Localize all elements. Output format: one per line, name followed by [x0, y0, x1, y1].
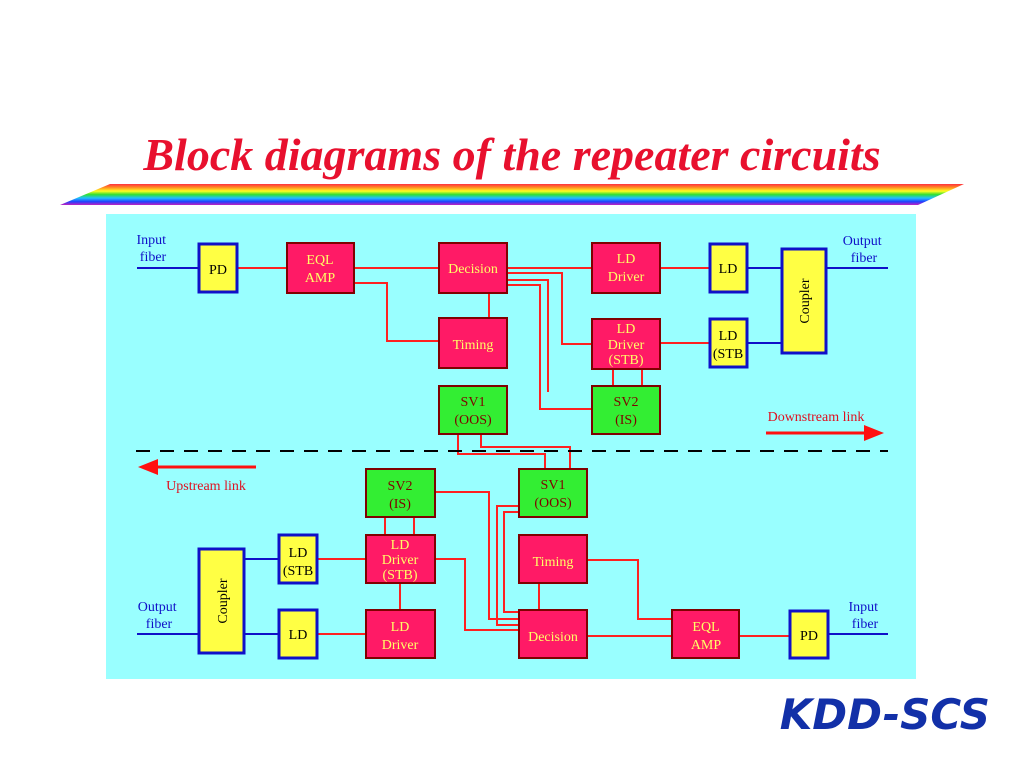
- fiber-lines: [137, 267, 888, 635]
- timing-block-bottom: Timing: [518, 534, 588, 584]
- svg-text:Timing: Timing: [533, 555, 574, 570]
- decision-block-top: Decision: [438, 242, 508, 294]
- svg-text:SV1(OOS): SV1(OOS): [534, 478, 572, 511]
- downstream-link-label: Downstream link: [768, 410, 865, 425]
- svg-text:Coupler: Coupler: [798, 278, 813, 323]
- svg-text:LD(STB: LD(STB: [713, 329, 743, 362]
- downstream-arrow: [766, 425, 884, 441]
- svg-text:LD: LD: [719, 262, 738, 277]
- timing-block-top: Timing: [438, 317, 508, 369]
- ld-block-bottom: LD: [277, 608, 319, 660]
- svg-text:PD: PD: [209, 263, 227, 278]
- svg-text:PD: PD: [800, 629, 818, 644]
- kdd-scs-logo: KDD-SCS: [779, 690, 990, 739]
- svg-text:Coupler: Coupler: [216, 578, 231, 623]
- svg-text:Decision: Decision: [528, 630, 578, 645]
- svg-text:LD: LD: [289, 628, 308, 643]
- pd-block-top: PD: [197, 242, 239, 294]
- upstream-arrow: [138, 459, 256, 475]
- sv1-block-bottom: SV1(OOS): [518, 468, 588, 518]
- upstream-link-label: Upstream link: [166, 479, 246, 494]
- signal-lines: [237, 267, 790, 637]
- input-fiber-label-bottom: Input fiber: [848, 600, 881, 632]
- svg-text:SV2(IS): SV2(IS): [388, 479, 413, 512]
- decision-block-bottom: Decision: [518, 609, 588, 659]
- svg-text:Decision: Decision: [448, 262, 498, 277]
- page-title: Block diagrams of the repeater circuits: [143, 129, 881, 180]
- svg-text:SV1(OOS): SV1(OOS): [454, 395, 492, 428]
- coupler-block-top: Coupler: [780, 247, 828, 355]
- input-fiber-label-top: Input fiber: [136, 233, 169, 265]
- svg-text:Timing: Timing: [453, 338, 494, 353]
- ld-stb-block-top: LD(STB: [708, 317, 749, 369]
- sv1-block-top: SV1(OOS): [438, 385, 508, 435]
- output-fiber-label-top: Output fiber: [843, 234, 885, 266]
- svg-text:SV2(IS): SV2(IS): [614, 395, 639, 428]
- ld-block-top: LD: [708, 242, 749, 294]
- svg-text:LD(STB: LD(STB: [283, 546, 313, 579]
- output-fiber-label-bottom: Output fiber: [138, 600, 180, 632]
- ld-stb-block-bottom: LD(STB: [277, 533, 319, 585]
- rainbow-bar: [60, 184, 964, 205]
- coupler-block-bottom: Coupler: [197, 547, 246, 655]
- sv2-block-bottom: SV2(IS): [365, 468, 436, 518]
- sv2-block-top: SV2(IS): [591, 385, 661, 435]
- pd-block-bottom: PD: [788, 609, 830, 660]
